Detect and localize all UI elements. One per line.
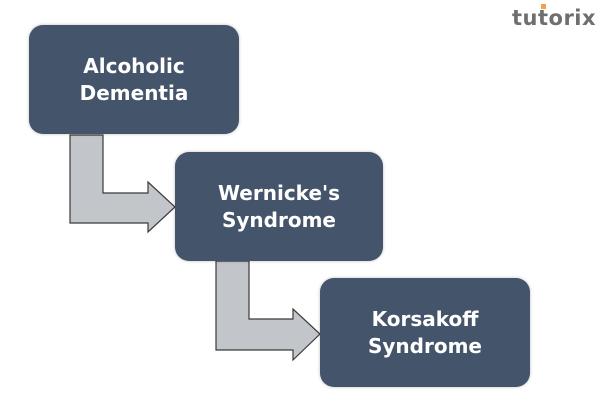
node-label-line2: Syndrome bbox=[221, 207, 336, 232]
bent-arrow-2 bbox=[215, 260, 321, 362]
node-label-line1: Korsakoff bbox=[371, 306, 479, 331]
node-label-line1: Alcoholic bbox=[83, 53, 185, 78]
logo-accent-icon bbox=[541, 4, 546, 9]
tutorix-logo: tutorix bbox=[512, 6, 597, 30]
node-label-line2: Dementia bbox=[79, 80, 189, 105]
node-label-line1: Wernicke's bbox=[217, 180, 341, 205]
node-label-line2: Syndrome bbox=[367, 333, 482, 358]
bent-arrow-1 bbox=[69, 134, 176, 234]
